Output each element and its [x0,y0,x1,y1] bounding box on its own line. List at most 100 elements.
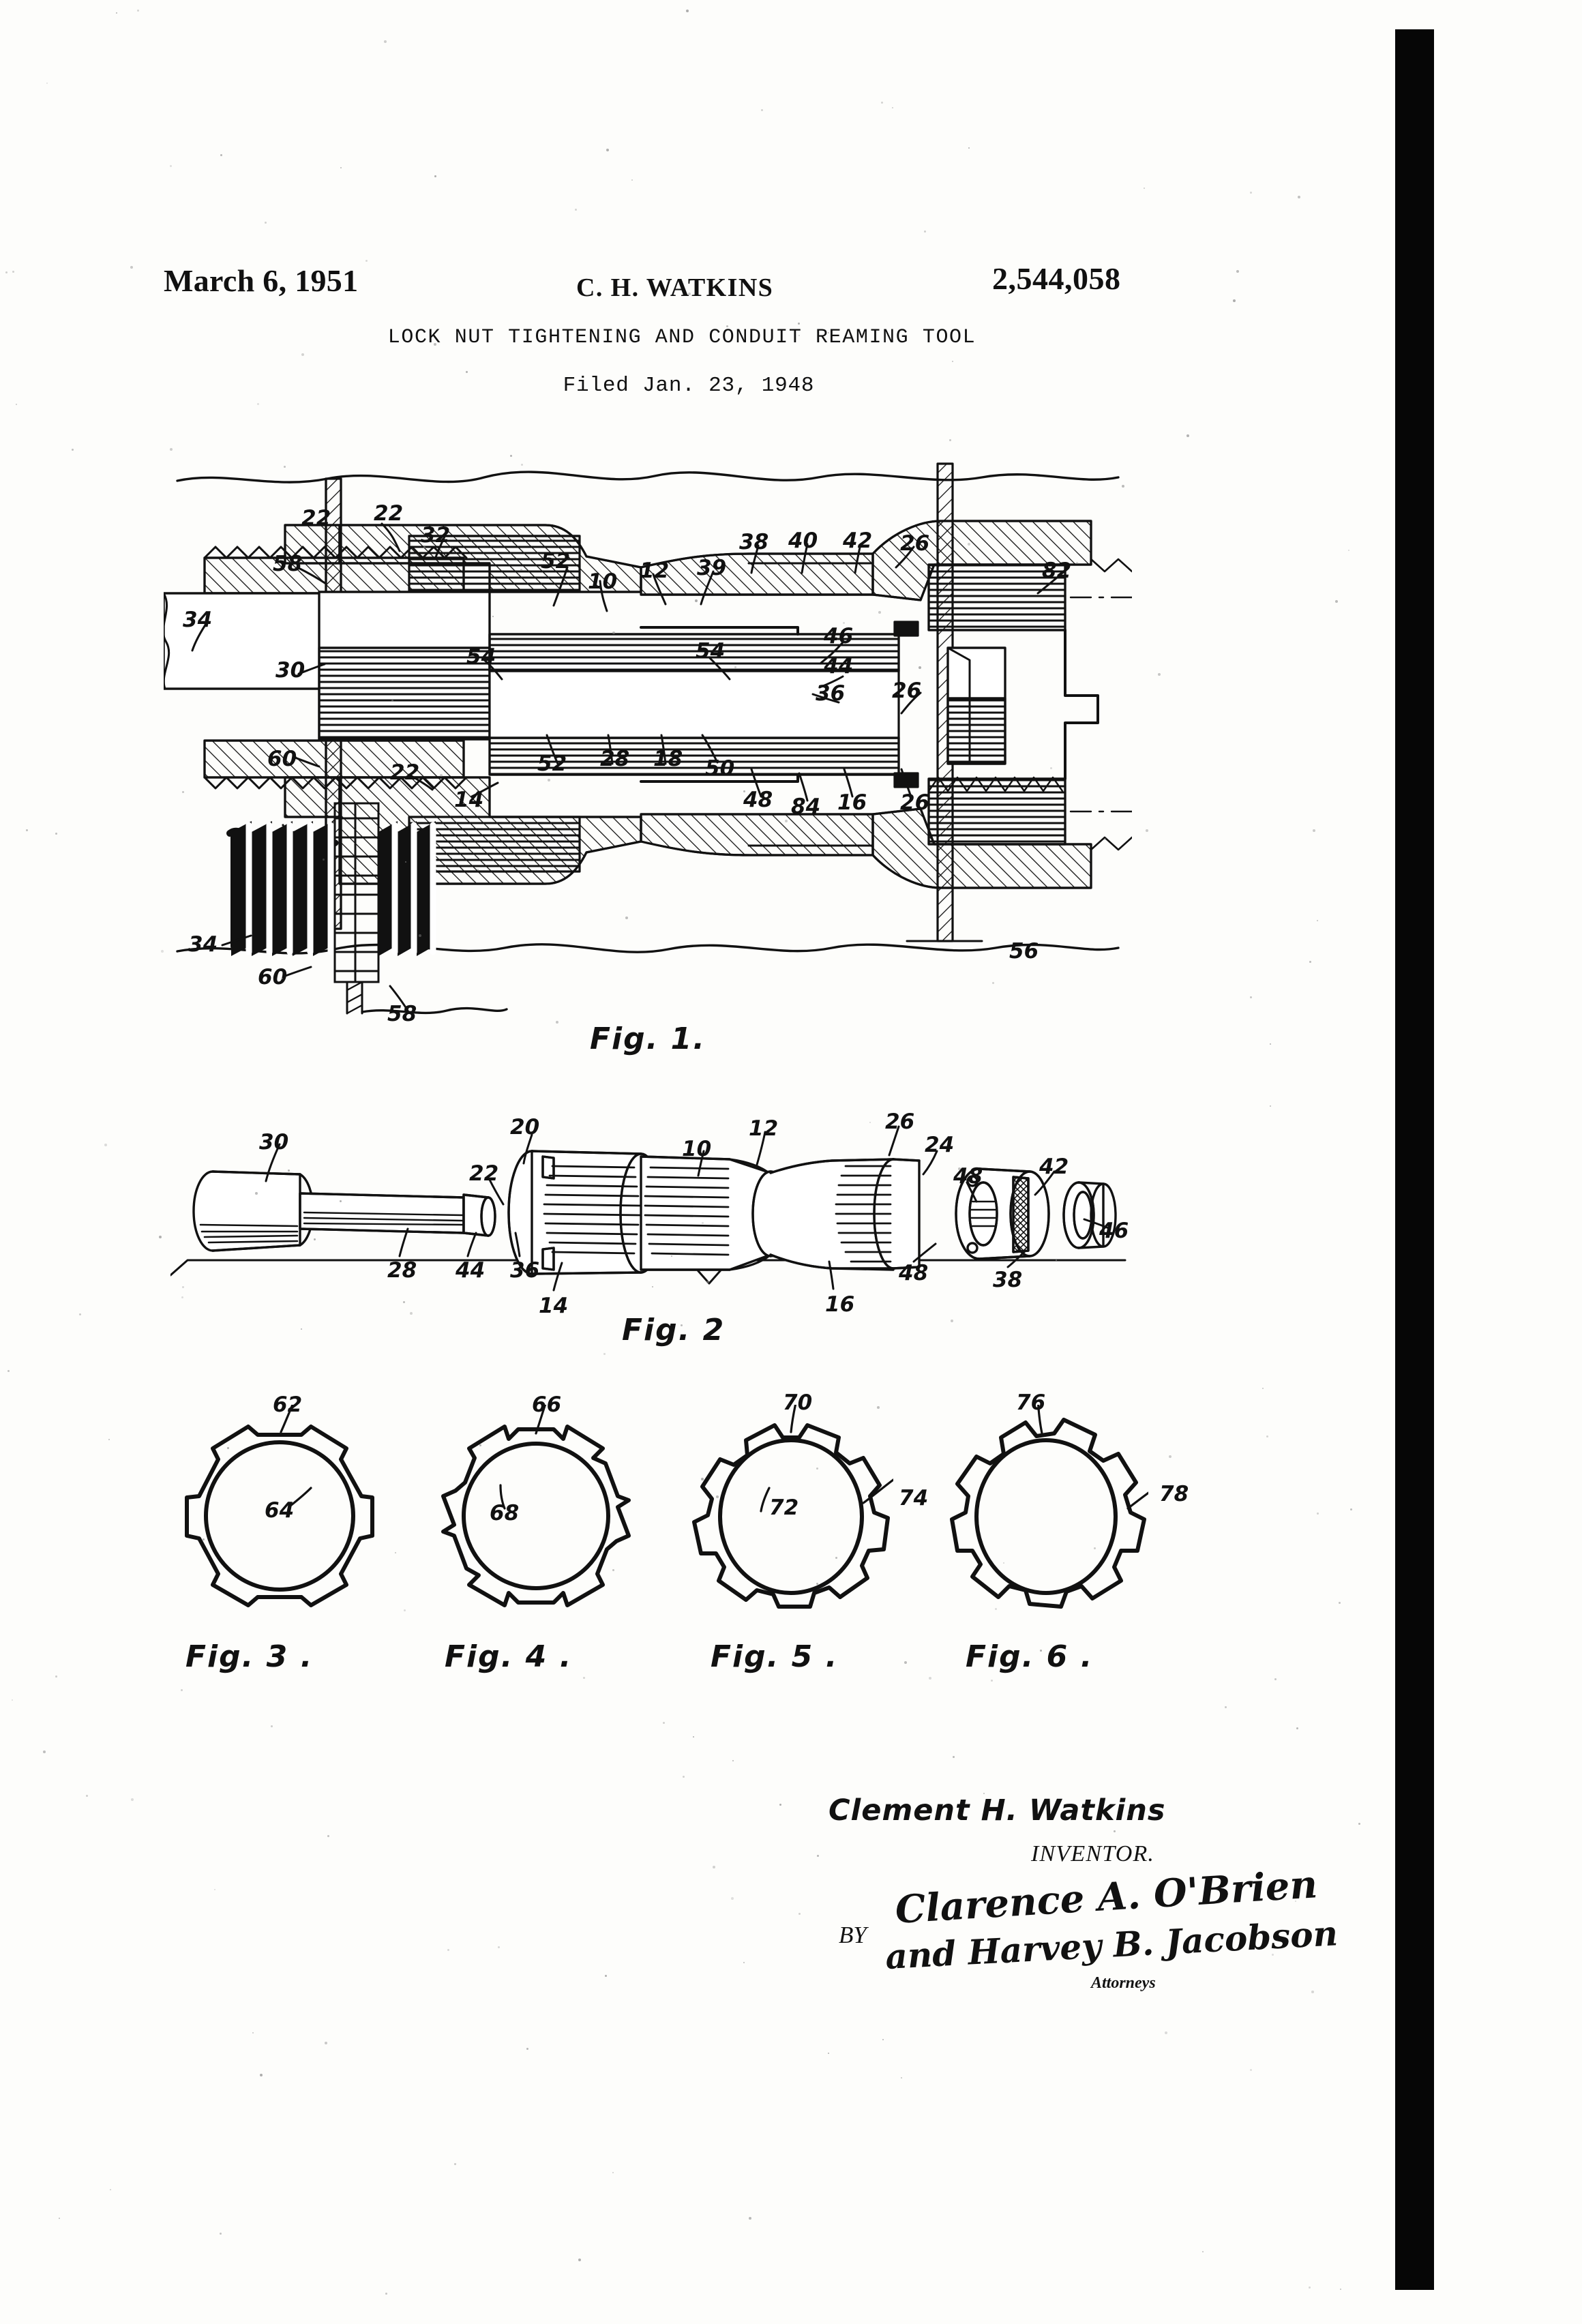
scan-speckle [828,2053,829,2054]
reference-numeral-28: 28 [600,747,630,771]
scan-speckle [282,978,283,979]
scan-speckle [578,2259,581,2261]
reference-numeral-78: 78 [1159,1482,1189,1506]
scan-speckle [447,1949,449,1951]
scan-speckle [434,343,436,346]
figure-1-caption: Fig. 1. [590,1022,706,1056]
reference-numeral-58: 58 [273,552,303,576]
scan-speckle [556,1021,558,1024]
reference-numeral-58: 58 [387,1002,417,1026]
scan-speckle [181,1689,183,1691]
scan-speckle [252,2032,254,2034]
scan-speckle [605,1975,607,1977]
invention-title: LOCK NUT TIGHTENING AND CONDUIT REAMING … [387,326,976,349]
reference-numeral-12: 12 [749,1116,779,1141]
scan-speckle [1169,1455,1171,1458]
scan-speckle [968,543,970,546]
scan-speckle [405,861,406,863]
scan-speckle [314,1238,316,1240]
scan-speckle [688,293,691,295]
reference-numeral-22: 22 [374,501,404,526]
scan-speckle [108,1439,110,1440]
reference-numeral-16: 16 [825,1292,855,1317]
scan-speckle [26,829,28,831]
scan-speckle [817,1855,819,1857]
scan-speckle [395,1552,396,1553]
reference-numeral-39: 39 [697,556,727,580]
scan-speckle [826,1266,827,1268]
scan-speckle [892,107,893,108]
scan-speckle [743,1962,745,1963]
scan-speckle [1250,996,1252,998]
scan-speckle [726,325,728,327]
scan-speckle [625,917,628,919]
figure-5-drawing [692,1423,890,1609]
scan-speckle [365,260,368,262]
scan-speckle [843,622,845,624]
scan-speckle [835,1557,837,1559]
scan-speckle [1317,1513,1319,1515]
scan-speckle [466,371,468,373]
scan-speckle [1236,270,1239,273]
scan-speckle [799,1913,801,1915]
scan-speckle [983,1793,985,1794]
scan-speckle [606,149,609,151]
scan-speckle [1158,673,1161,676]
scan-speckle [12,271,14,273]
scan-speckle [521,464,523,466]
scan-speckle [1335,600,1338,603]
scan-speckle [681,1324,683,1326]
figure-4-drawing [441,1425,631,1607]
scan-speckle [991,1680,993,1682]
reference-numeral-14: 14 [539,1294,569,1318]
scan-speckle [130,266,133,269]
scan-speckle [161,950,164,953]
scan-speckle [732,1760,734,1761]
scan-speckle [55,833,57,835]
scan-speckle [1040,1650,1042,1652]
scan-speckle [170,448,173,451]
scan-speckle [731,1897,734,1900]
scan-speckle [203,1538,205,1540]
scan-speckle [1128,1813,1130,1815]
reference-numeral-70: 70 [783,1390,813,1415]
scan-speckle [492,616,494,617]
scan-speckle [631,179,633,181]
scan-speckle [301,1328,302,1330]
scan-speckle [520,569,522,571]
scan-speckle [816,1583,818,1585]
scan-speckle [159,1236,162,1238]
figure-2-drawing [170,1150,1126,1285]
scan-speckle [1233,299,1236,302]
reference-numeral-42: 42 [1039,1154,1069,1179]
reference-numeral-42: 42 [843,528,873,553]
by-label: BY [839,1922,867,1948]
scan-speckle [1298,196,1300,198]
scan-speckle [271,1725,273,1727]
scan-speckle [671,1255,672,1257]
reference-numeral-22: 22 [390,760,420,785]
scan-speckle [603,1353,606,1355]
reference-numeral-20: 20 [510,1115,540,1139]
scan-speckle [1076,562,1078,564]
scan-speckle [1311,1991,1314,1993]
scan-speckle [220,154,222,156]
scan-speckle [828,332,829,333]
reference-numeral-82: 82 [1042,558,1072,583]
scan-speckle [706,1281,709,1283]
scan-speckle [877,1406,880,1409]
patent-number: 2,544,058 [992,261,1121,296]
scan-speckle [1309,961,1311,963]
scan-speckle [1262,1388,1264,1389]
scan-speckle [713,1866,715,1868]
scan-speckle [131,1798,134,1801]
scan-speckle [992,982,994,984]
scan-speckle [1050,767,1052,769]
scan-speckle [55,1675,57,1678]
reference-numeral-36: 36 [816,681,846,706]
reference-numeral-46: 46 [824,624,854,649]
scan-speckle [220,2233,222,2235]
issue-date: March 6, 1951 [164,263,359,298]
scan-speckle [340,167,342,168]
scan-speckle [869,1122,871,1123]
